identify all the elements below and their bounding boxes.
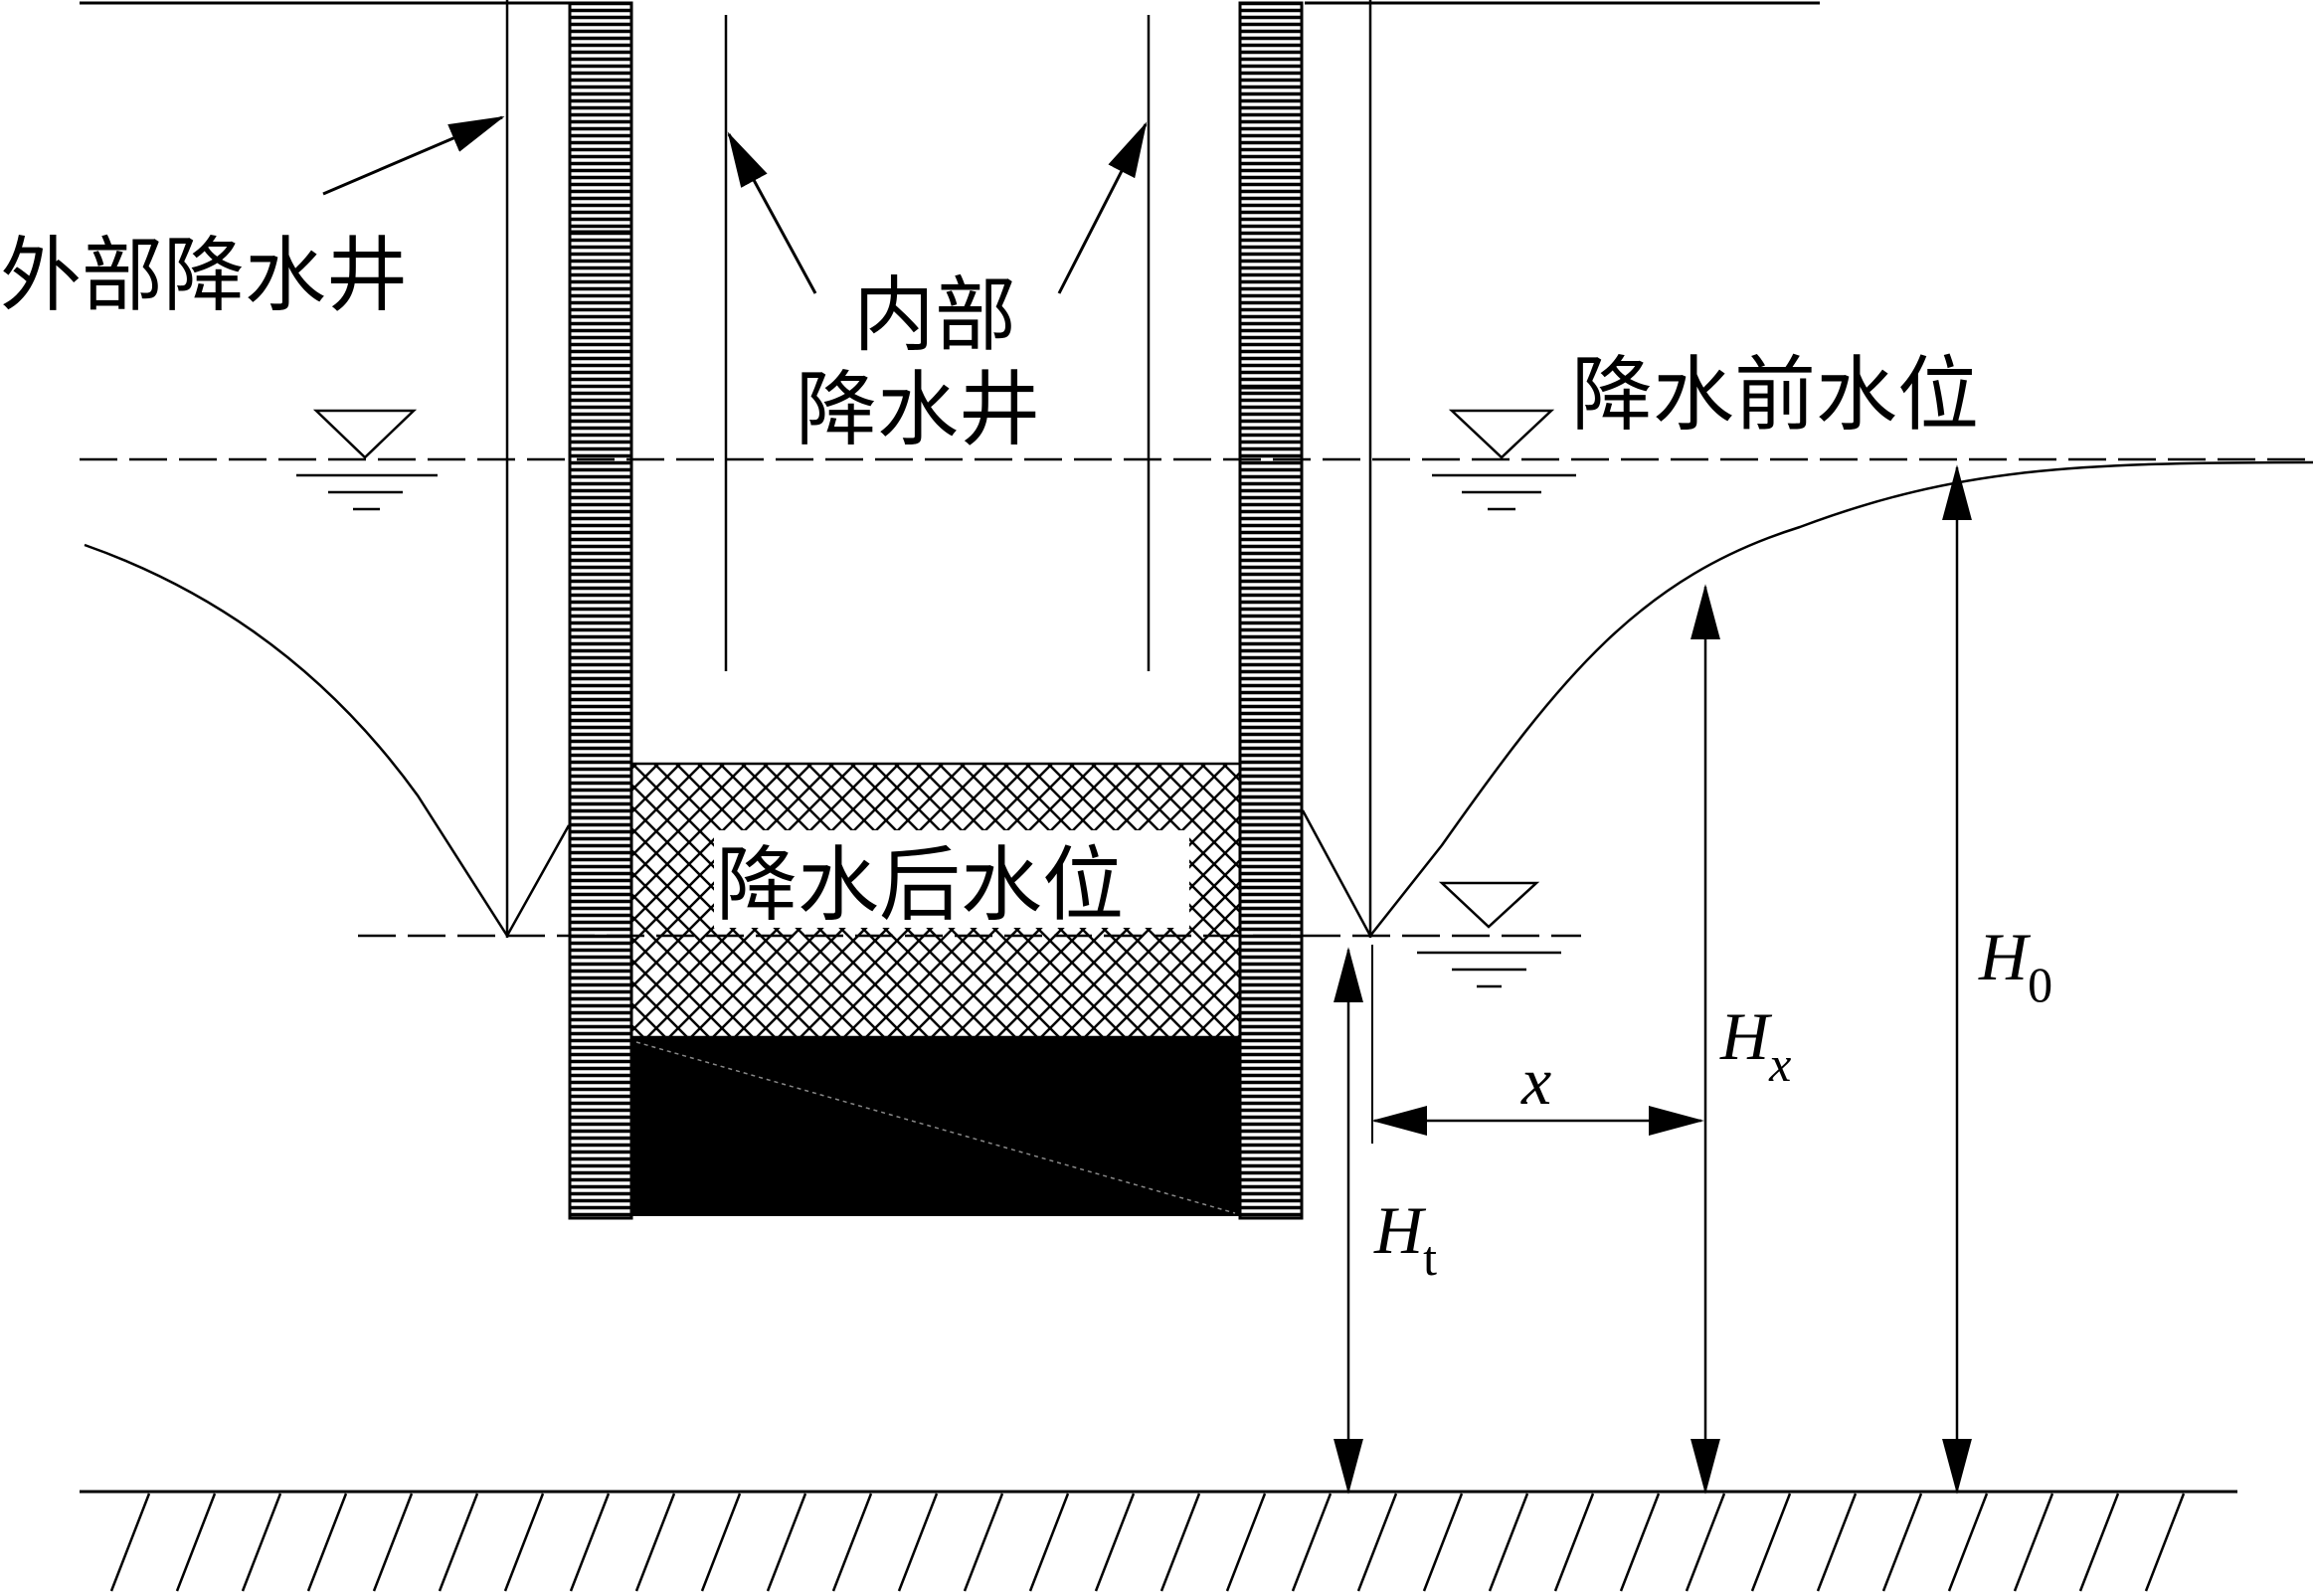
base-layer-hatching	[109, 1493, 2186, 1592]
base-hatch-tick	[175, 1493, 217, 1592]
base-hatch-tick	[700, 1493, 742, 1592]
water-level-symbol-right	[1432, 409, 1576, 511]
base-hatch-tick	[109, 1493, 151, 1592]
base-hatch-tick	[1881, 1493, 1923, 1592]
drawdown-curve-right	[1301, 460, 2313, 939]
base-hatch-tick	[1685, 1493, 1726, 1592]
base-hatch-tick	[503, 1493, 545, 1592]
x-symbol: x	[1520, 1043, 1551, 1119]
outer-well-label: 外部降水井	[0, 229, 408, 323]
base-hatch-tick	[241, 1493, 282, 1592]
retaining-wall-right	[1238, 1, 1304, 1220]
base-hatch-tick	[963, 1493, 1004, 1592]
level-before-label: 降水前水位	[1571, 348, 1979, 443]
base-hatch-tick	[1291, 1493, 1333, 1592]
base-hatch-tick	[831, 1493, 873, 1592]
water-level-symbol-after	[1417, 881, 1561, 988]
level-after-label: 降水后水位	[716, 838, 1124, 933]
base-hatch-tick	[2013, 1493, 2054, 1592]
inner-well-label-line1: 内部	[853, 268, 1016, 363]
base-hatch-tick	[1225, 1493, 1267, 1592]
inner-well-pointer-arrow-left	[727, 131, 817, 294]
base-hatch-tick	[1094, 1493, 1136, 1592]
base-hatch-tick	[2078, 1493, 2120, 1592]
base-hatch-tick	[1028, 1493, 1070, 1592]
base-hatch-tick	[569, 1493, 611, 1592]
retaining-wall-left	[568, 1, 633, 1220]
solid-base-block	[631, 1037, 1240, 1216]
base-hatch-tick	[634, 1493, 676, 1592]
drawdown-curve-left	[84, 543, 571, 939]
hx-symbol: Hx	[1719, 998, 1791, 1092]
base-hatch-tick	[1422, 1493, 1464, 1592]
base-hatch-tick	[1553, 1493, 1595, 1592]
base-hatch-tick	[1816, 1493, 1858, 1592]
base-hatch-tick	[766, 1493, 807, 1592]
base-hatch-tick	[306, 1493, 348, 1592]
base-hatch-tick	[1750, 1493, 1792, 1592]
ht-symbol: Ht	[1373, 1192, 1437, 1286]
inner-well-label-line2: 降水井	[796, 363, 1040, 457]
base-hatch-tick	[2144, 1493, 2186, 1592]
base-diagonal	[635, 1041, 1236, 1214]
base-hatch-tick	[1159, 1493, 1201, 1592]
inner-well-pointer-arrow-right	[1057, 121, 1148, 294]
base-hatch-tick	[1356, 1493, 1398, 1592]
base-hatch-tick	[1488, 1493, 1529, 1592]
water-level-symbol-left	[296, 409, 438, 511]
h0-symbol: H0	[1978, 919, 2052, 1012]
base-hatch-tick	[438, 1493, 479, 1592]
outer-well-pointer-arrow	[322, 115, 505, 196]
base-hatch-tick	[1947, 1493, 1989, 1592]
base-hatch-tick	[897, 1493, 939, 1592]
base-hatch-tick	[1619, 1493, 1661, 1592]
base-hatch-tick	[372, 1493, 414, 1592]
level-after-label-backing	[714, 830, 1189, 928]
